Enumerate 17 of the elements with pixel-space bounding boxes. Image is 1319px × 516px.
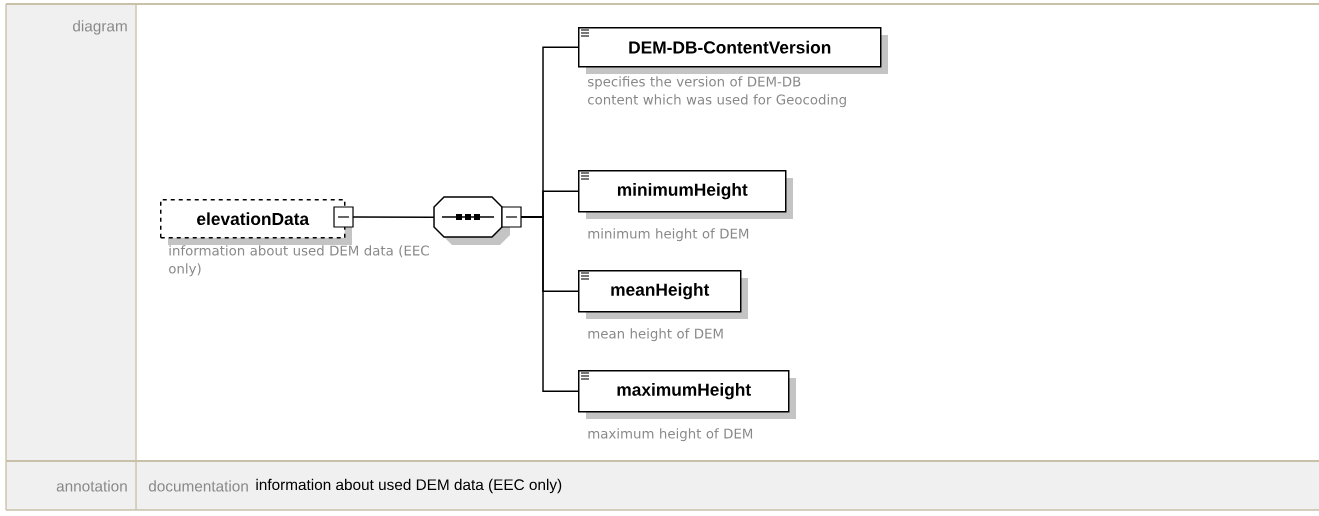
element-box: maximumHeight <box>578 370 796 419</box>
element-box: minimumHeight <box>578 170 793 219</box>
sequence-symbol <box>433 196 522 245</box>
row-label: diagram <box>73 20 127 35</box>
connector-line <box>520 216 579 392</box>
row-label: annotation <box>56 480 127 492</box>
description-text: mean height of DEM <box>588 328 723 342</box>
connector-line <box>352 216 435 218</box>
description-text: maximum height of DEM <box>588 428 753 442</box>
description-text: specifies the version of DEM-DB content which was used for Geocoding <box>588 76 846 108</box>
annotation-text: information about used DEM data (EEC only) <box>256 478 562 494</box>
element-box: DEM-DB-ContentVersion <box>578 27 888 74</box>
description-text: minimum height of DEM <box>588 228 749 242</box>
field-label: documentation <box>148 480 248 492</box>
element-box: elevationData <box>160 199 354 245</box>
element-box: meanHeight <box>578 270 748 319</box>
description-text: information about used DEM data (EEC only) <box>169 245 429 277</box>
